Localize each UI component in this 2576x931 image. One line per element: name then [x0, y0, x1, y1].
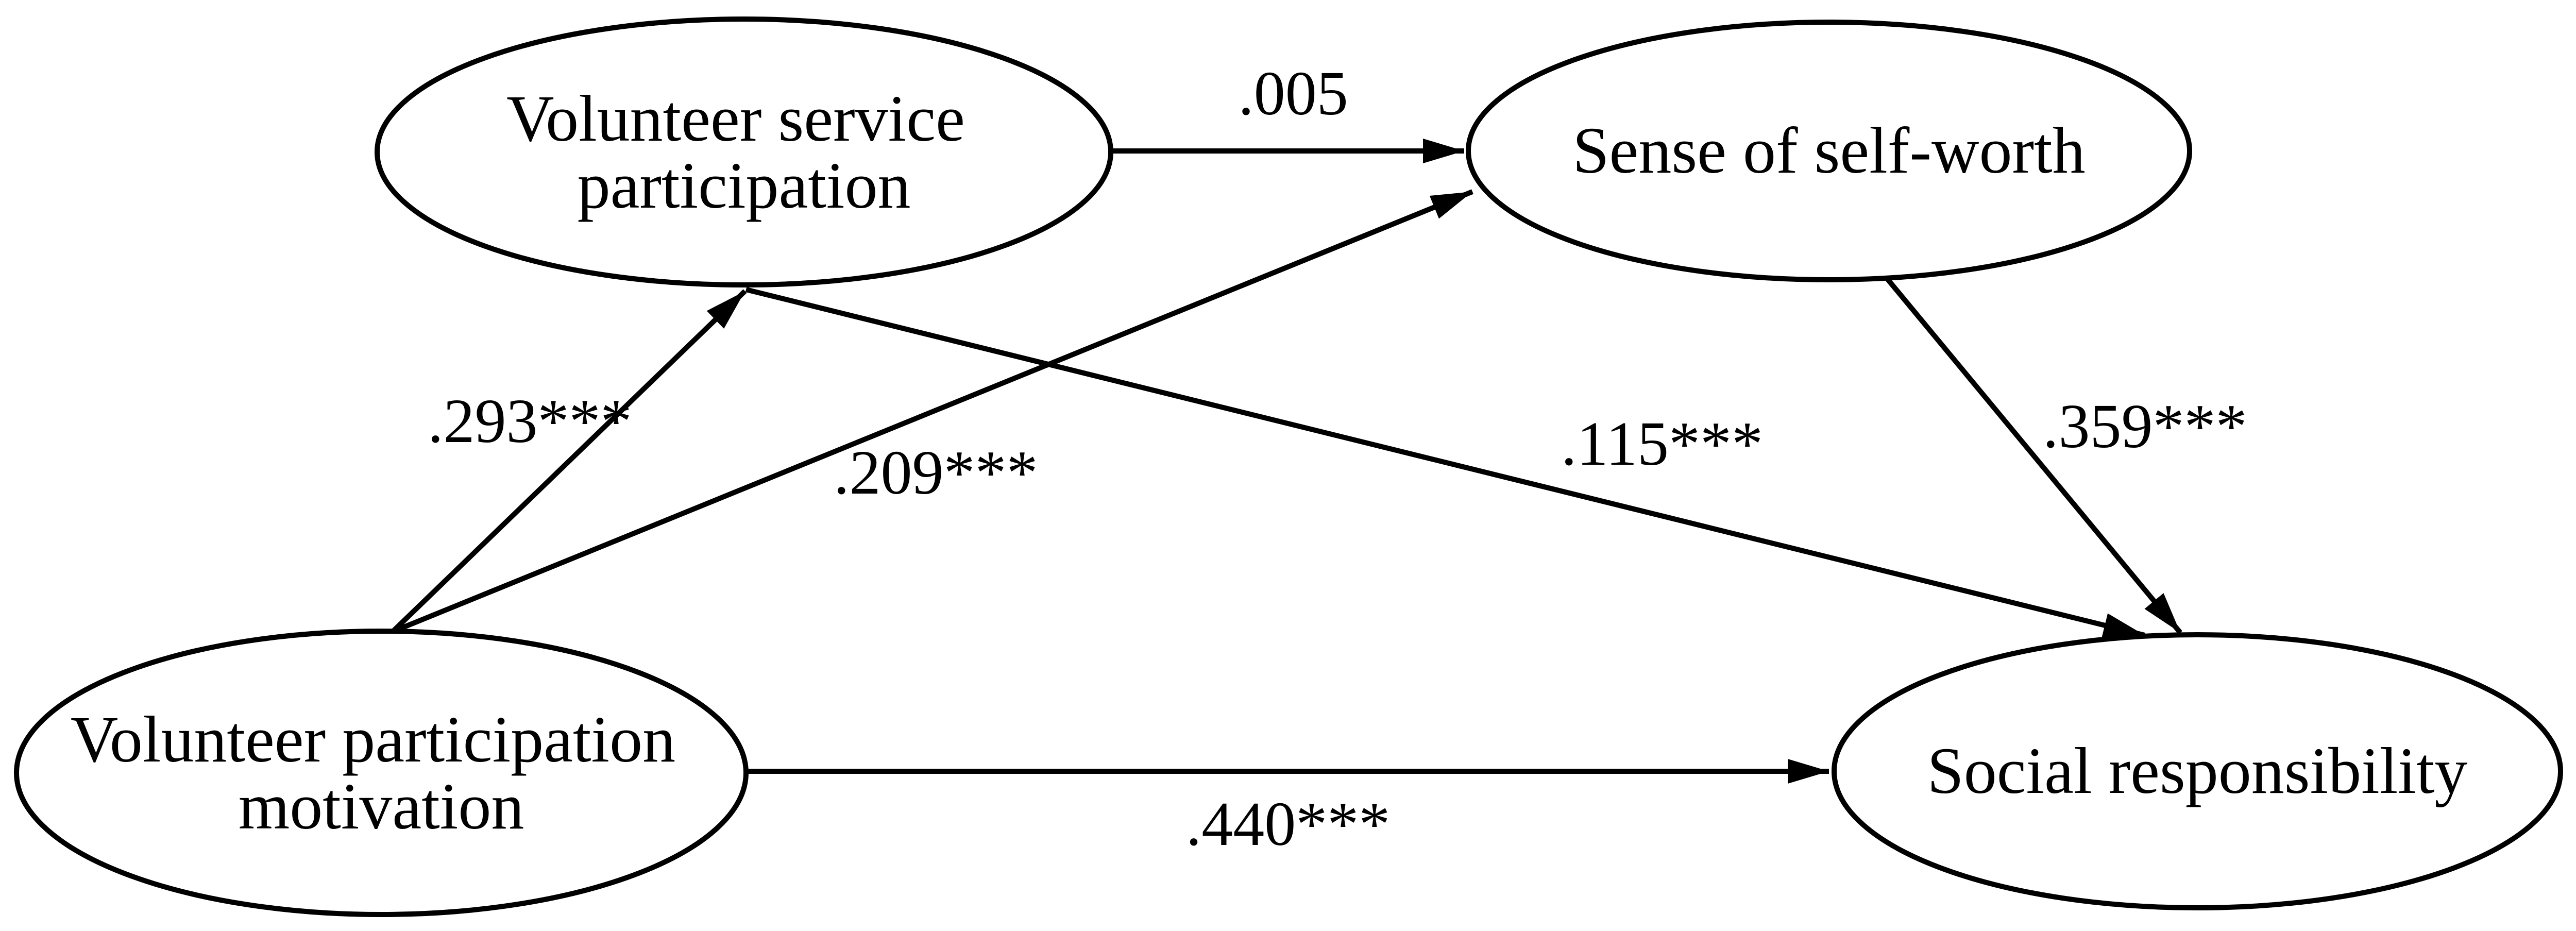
node-label-social-responsibility: Social responsibility: [1927, 734, 2468, 807]
node-label-line1: Social responsibility: [1927, 734, 2468, 807]
arrow-ssw-to-sr: [1885, 277, 2182, 635]
node-volunteer-participation-motivation: Volunteer participation motivation: [14, 629, 749, 917]
coefficient-vpm-to-sr: .440***: [1186, 789, 1391, 859]
node-label-volunteer-participation-motivation: Volunteer participation motivation: [71, 703, 692, 843]
coefficient-vsp-to-ssw: .005: [1238, 59, 1348, 128]
node-label-line1: Volunteer participation: [71, 703, 675, 776]
coefficient-vpm-to-vsp: .293***: [428, 386, 632, 456]
node-label-line2: motivation: [239, 770, 524, 843]
node-sense-of-self-worth: Sense of self-worth: [1466, 20, 2192, 282]
node-label-sense-of-self-worth: Sense of self-worth: [1572, 114, 2085, 187]
node-ellipse-volunteer-participation-motivation: [14, 629, 749, 917]
path-coefficient-labels: .005 .293*** .209*** .115*** .359*** .44…: [428, 59, 2247, 859]
node-volunteer-service-participation: Volunteer service participation: [375, 16, 1113, 287]
node-label-line1: Volunteer service: [506, 82, 965, 155]
arrow-vsp-to-sr: [745, 287, 2146, 638]
path-arrows: [391, 139, 2182, 784]
arrow-vpm-to-ssw: [392, 189, 1473, 634]
node-label-line2: participation: [578, 149, 911, 222]
node-ellipse-social-responsibility: [1832, 632, 2563, 910]
coefficient-vsp-to-sr: .115***: [1561, 409, 1763, 479]
node-label-line1: Sense of self-worth: [1572, 114, 2085, 187]
coefficient-ssw-to-sr: .359***: [2043, 392, 2247, 461]
node-ellipse-sense-of-self-worth: [1466, 20, 2192, 282]
node-ellipse-volunteer-service-participation: [375, 16, 1113, 287]
coefficient-vpm-to-ssw: .209***: [834, 438, 1038, 507]
node-label-volunteer-service-participation: Volunteer service participation: [506, 82, 981, 222]
node-social-responsibility: Social responsibility: [1832, 632, 2563, 910]
arrow-vpm-to-vsp: [391, 289, 747, 634]
